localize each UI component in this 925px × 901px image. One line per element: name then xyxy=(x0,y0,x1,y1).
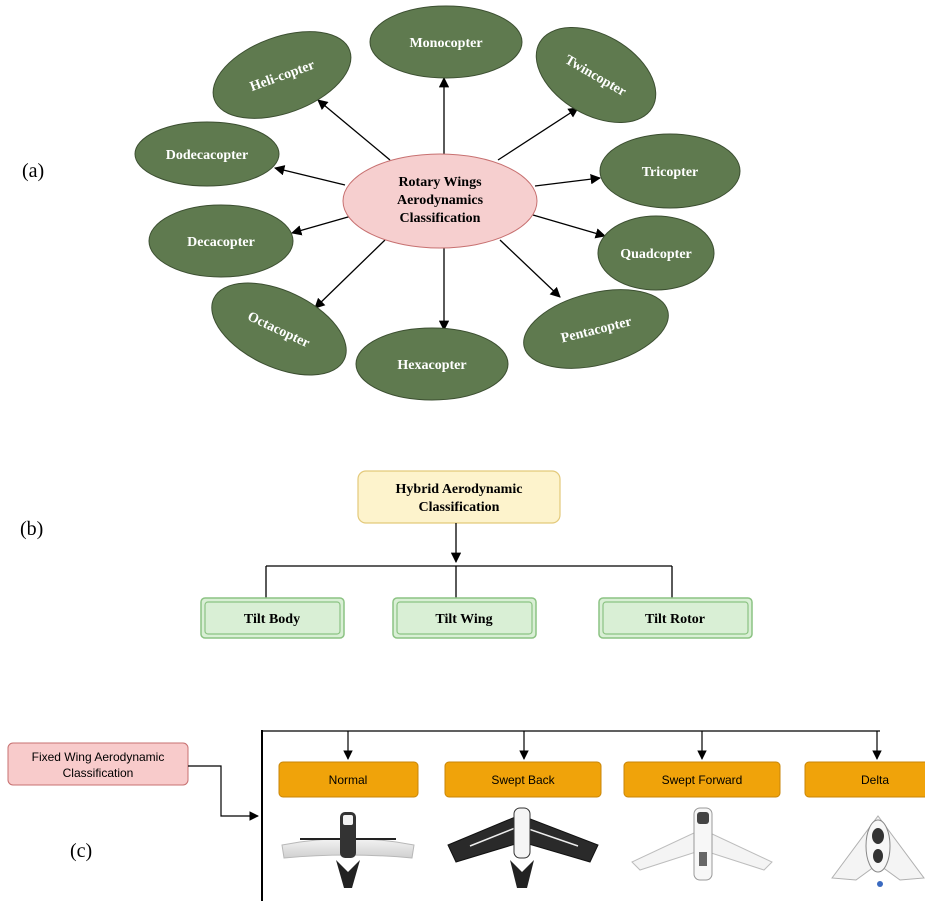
node-decacopter-shape xyxy=(148,204,294,278)
hybrid-child-tilt-rotor-label: Tilt Rotor xyxy=(645,612,705,627)
node-tricopter-label: Tricopter xyxy=(642,165,699,180)
arrow-pentacopter xyxy=(499,239,561,298)
arrow-quadcopter xyxy=(532,214,606,239)
arrow-helicopter xyxy=(317,99,391,161)
rotary-center-line1: Rotary Wings xyxy=(398,175,482,190)
hybrid-child-tilt-wing-box xyxy=(392,597,537,639)
fixed-root-line2: Classification xyxy=(63,766,134,780)
fixed-child-swept-forward-box xyxy=(623,761,781,798)
node-monocopter: Monocopter xyxy=(369,5,523,79)
node-pentacopter-shape xyxy=(523,289,669,369)
rotary-arrows xyxy=(273,76,606,332)
node-twincopter-shape xyxy=(535,27,657,123)
rotary-nodes: Monocopter Twincopter Tricopter Quadcopt… xyxy=(134,5,741,401)
fixed-child-swept-forward: Swept Forward xyxy=(623,761,781,798)
arrow-octacopter xyxy=(314,239,386,309)
node-tricopter-shape xyxy=(599,133,741,209)
node-monocopter-shape xyxy=(369,5,523,79)
fixed-child-delta-box xyxy=(804,761,925,798)
swept-back-drone-image xyxy=(447,807,599,888)
hybrid-child-tilt-rotor-box xyxy=(598,597,753,639)
hybrid-child-tilt-rotor-inner xyxy=(602,601,749,635)
fixed-connector-arrow xyxy=(188,765,259,821)
node-dodecacopter: Dodecacopter xyxy=(134,121,280,187)
node-octacopter-shape xyxy=(211,282,347,376)
node-tricopter: Tricopter xyxy=(599,133,741,209)
arrow-decacopter xyxy=(291,214,356,236)
hybrid-child-tilt-body-label: Tilt Body xyxy=(244,612,300,627)
node-twincopter: Twincopter xyxy=(535,27,657,123)
hybrid-child-tilt-wing-inner xyxy=(396,601,533,635)
fixed-child-normal-label: Normal xyxy=(329,773,368,787)
hybrid-child-tilt-body-box xyxy=(200,597,345,639)
fixed-child-delta: Delta xyxy=(804,761,925,798)
panel-label-a: (a) xyxy=(22,160,45,182)
node-hexacopter: Hexacopter xyxy=(355,327,509,401)
fixed-root-box xyxy=(7,742,189,786)
hybrid-child-tilt-wing-label: Tilt Wing xyxy=(435,612,492,627)
swept-forward-drone-image xyxy=(631,807,773,881)
hybrid-child-tilt-body: Tilt Body xyxy=(200,597,345,639)
panel-label-c: (c) xyxy=(70,840,93,862)
fixed-child-normal: Normal xyxy=(278,761,419,798)
hybrid-tree: Hybrid Aerodynamic Classification Tilt B… xyxy=(200,470,753,639)
normal-wing-drone-image xyxy=(281,812,415,888)
node-quadcopter: Quadcopter xyxy=(597,215,715,291)
node-monocopter-label: Monocopter xyxy=(409,36,482,51)
node-decacopter: Decacopter xyxy=(148,204,294,278)
node-octacopter: Octacopter xyxy=(211,282,347,376)
rotary-center-line2: Aerodynamics xyxy=(397,193,484,208)
node-quadcopter-label: Quadcopter xyxy=(620,247,692,262)
delta-wing-drone-image xyxy=(831,815,925,887)
panel-label-b: (b) xyxy=(20,518,44,540)
rotary-center-shape xyxy=(342,153,538,249)
node-hexacopter-shape xyxy=(355,327,509,401)
fixed-child-swept-back-box xyxy=(444,761,602,798)
fixed-root-line1: Fixed Wing Aerodynamic xyxy=(32,750,165,764)
node-helicopter: Heli-copter xyxy=(212,31,352,119)
hybrid-root-line2: Classification xyxy=(419,500,500,515)
arrow-twincopter xyxy=(497,107,579,161)
hybrid-child-tilt-rotor: Tilt Rotor xyxy=(598,597,753,639)
node-quadcopter-shape xyxy=(597,215,715,291)
fixed-tree: Fixed Wing Aerodynamic Classification No… xyxy=(7,730,925,901)
fixed-child-swept-back: Swept Back xyxy=(444,761,602,798)
fixed-child-delta-label: Delta xyxy=(861,773,889,787)
arrow-dodecacopter xyxy=(273,165,346,186)
hybrid-child-tilt-body-inner xyxy=(204,601,341,635)
fixed-child-swept-forward-label: Swept Forward xyxy=(662,773,743,787)
fixed-child-swept-back-label: Swept Back xyxy=(491,773,555,787)
hybrid-child-tilt-wing: Tilt Wing xyxy=(392,597,537,639)
node-helicopter-shape xyxy=(212,31,352,119)
node-decacopter-label: Decacopter xyxy=(187,235,255,250)
rotary-center-line3: Classification xyxy=(400,211,481,226)
node-pentacopter: Pentacopter xyxy=(523,289,669,369)
arrow-tricopter xyxy=(534,173,602,187)
rotary-center: Rotary Wings Aerodynamics Classification xyxy=(342,153,538,249)
node-dodecacopter-label: Dodecacopter xyxy=(166,148,248,163)
node-hexacopter-label: Hexacopter xyxy=(397,358,466,373)
hybrid-root-box xyxy=(357,470,561,524)
hybrid-root-line1: Hybrid Aerodynamic xyxy=(396,482,523,497)
node-dodecacopter-shape xyxy=(134,121,280,187)
fixed-child-normal-box xyxy=(278,761,419,798)
